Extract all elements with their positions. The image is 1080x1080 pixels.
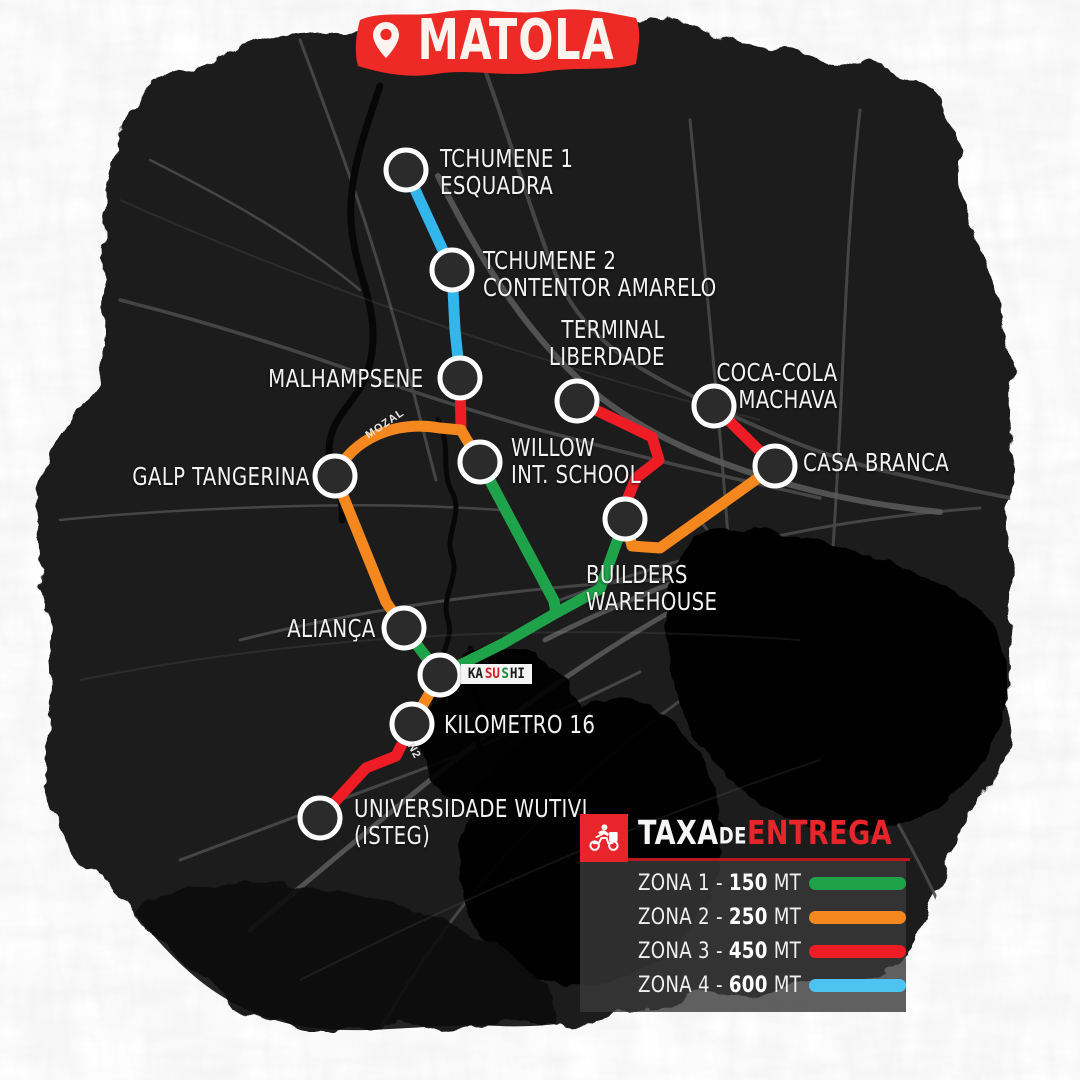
station-label-malhampsene: MALHAMPSENE bbox=[268, 364, 424, 393]
legend-row-2-label: ZONA 2 - 250 MT bbox=[638, 904, 802, 930]
station-node bbox=[602, 496, 648, 542]
legend-row-zona-2: ZONA 2 - 250 MT bbox=[580, 900, 906, 934]
title-banner-shape bbox=[355, 9, 640, 76]
route-zone2-orange-north bbox=[329, 420, 486, 482]
station-node bbox=[312, 453, 358, 499]
legend-rows: ZONA 1 - 150 MT ZONA 2 - 250 MT ZONA 3 -… bbox=[580, 866, 906, 1002]
station-node bbox=[429, 247, 475, 293]
delivery-scooter-icon bbox=[580, 814, 628, 862]
station-label-willow-int-school: WILLOW INT. SCHOOL bbox=[511, 433, 642, 489]
legend-title-entrega: ENTREGA bbox=[746, 814, 893, 853]
route-zone4-blue bbox=[400, 164, 466, 384]
legend-swatch-zona-2 bbox=[809, 910, 906, 924]
logo-part-ka: KA bbox=[467, 666, 484, 682]
station-nodes-group bbox=[297, 147, 798, 841]
logo-part-s: S bbox=[501, 666, 509, 682]
station-label-galp-tangerina: GALP TANGERINA bbox=[132, 462, 310, 491]
station-node bbox=[383, 147, 429, 193]
station-node bbox=[389, 701, 435, 747]
station-label-universidade-wutivi: UNIVERSIDADE WUTIVI (ISTEG) bbox=[354, 794, 588, 850]
station-node bbox=[297, 795, 343, 841]
station-label-builders-warehouse: BUILDERS WAREHOUSE bbox=[586, 560, 718, 616]
station-node bbox=[417, 652, 463, 698]
station-node bbox=[381, 605, 427, 651]
legend-title-de: DE bbox=[718, 822, 747, 850]
map-pin-icon bbox=[372, 22, 399, 58]
route-zone1-green-west bbox=[398, 456, 562, 681]
legend-row-zona-4: ZONA 4 - 600 MT bbox=[580, 968, 906, 1002]
legend-row-zona-3: ZONA 3 - 450 MT bbox=[580, 934, 906, 968]
station-node bbox=[691, 383, 737, 429]
legend-header: TAXADEENTREGA bbox=[580, 812, 910, 864]
logo-part-su: SU bbox=[484, 666, 500, 682]
page-title: MATOLA bbox=[417, 7, 615, 73]
station-label-alianca: ALIANÇA bbox=[287, 614, 376, 643]
legend-row-3-label: ZONA 3 - 450 MT bbox=[638, 938, 802, 964]
station-node bbox=[752, 443, 798, 489]
station-node bbox=[437, 355, 483, 401]
station-label-tchumene-2: TCHUMENE 2 CONTENTOR AMARELO bbox=[483, 246, 717, 302]
legend-divider bbox=[628, 858, 910, 861]
scooter-glyph bbox=[589, 824, 619, 851]
station-label-kilometro-16: KILOMETRO 16 bbox=[444, 710, 596, 739]
station-node bbox=[554, 378, 600, 424]
legend-row-1-label: ZONA 1 - 150 MT bbox=[638, 870, 802, 896]
legend-swatch-zona-1 bbox=[809, 876, 906, 890]
station-label-coca-cola-machava: COCA-COLA MACHAVA bbox=[716, 358, 838, 414]
legend-swatch-zona-3 bbox=[809, 944, 906, 958]
route-zone2-orange-east bbox=[619, 460, 781, 554]
station-label-casa-branca: CASA BRANCA bbox=[803, 448, 950, 477]
legend-swatch-zona-4 bbox=[809, 978, 906, 992]
legend-title-taxa: TAXA bbox=[638, 814, 719, 853]
station-label-terminal-liberdade: TERMINAL LIBERDADE bbox=[549, 315, 665, 371]
station-node bbox=[457, 439, 503, 485]
legend-row-zona-1: ZONA 1 - 150 MT bbox=[580, 866, 906, 900]
map-title-banner: MATOLA bbox=[352, 6, 642, 78]
legend-title: TAXADEENTREGA bbox=[638, 814, 893, 853]
logo-part-hi: HI bbox=[509, 666, 526, 682]
legend-row-4-label: ZONA 4 - 600 MT bbox=[638, 972, 802, 998]
station-label-tchumene-1: TCHUMENE 1 ESQUADRA bbox=[440, 144, 574, 200]
